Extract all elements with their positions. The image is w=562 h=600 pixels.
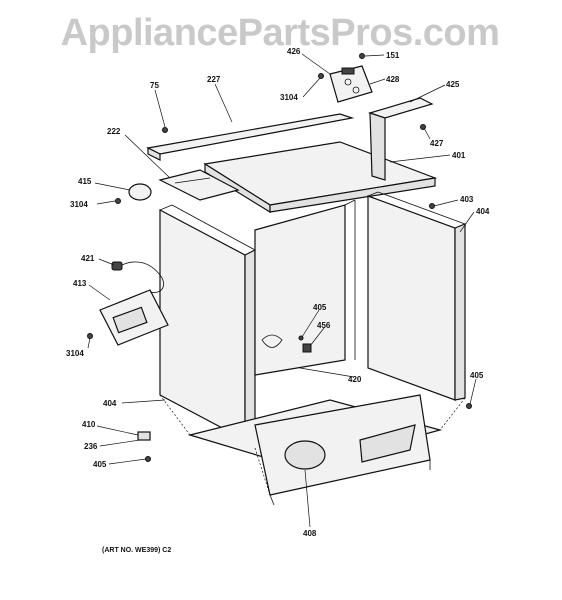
label-401: 401 — [452, 151, 466, 160]
label-405-right: 405 — [470, 371, 484, 380]
screw-icons — [87, 53, 472, 462]
label-404-right: 404 — [476, 207, 490, 216]
label-428: 428 — [386, 75, 400, 84]
label-456: 456 — [317, 321, 331, 330]
part-426-hinge-bracket — [329, 65, 373, 103]
label-413: 413 — [73, 279, 87, 288]
part-404-left-side-panel — [159, 204, 256, 450]
part-425-front-panel — [368, 97, 434, 181]
label-405-bottom: 405 — [93, 460, 107, 469]
part-227-top-rail — [146, 113, 355, 161]
label-3104-top: 3104 — [280, 93, 298, 102]
label-410: 410 — [82, 420, 96, 429]
label-408: 408 — [303, 529, 317, 538]
part-420-rear-panel — [254, 199, 356, 376]
label-3104-left: 3104 — [70, 200, 88, 209]
part-404-right-side-panel — [367, 191, 466, 401]
label-404-left: 404 — [103, 399, 117, 408]
label-426: 426 — [287, 47, 301, 56]
part-415-round-part — [128, 183, 152, 201]
part-401-top-cover — [203, 141, 438, 214]
label-415: 415 — [78, 177, 92, 186]
part-222-bracket — [158, 169, 240, 201]
art-number: (ART NO. WE399) C2 — [102, 547, 171, 554]
label-425: 425 — [446, 80, 460, 89]
part-number-labels: 75 227 426 151 428 3104 425 222 427 401 … — [66, 47, 490, 554]
label-421: 421 — [81, 254, 95, 263]
part-413-terminal-block — [99, 289, 169, 346]
label-236: 236 — [84, 442, 98, 451]
part-421-power-cord — [111, 261, 164, 293]
label-151: 151 — [386, 51, 400, 60]
watermark-text: AppliancePartsPros.com — [60, 12, 500, 54]
guide-lines — [159, 394, 466, 496]
label-403: 403 — [460, 195, 474, 204]
leader-lines — [87, 53, 477, 528]
label-427: 427 — [430, 139, 444, 148]
label-222: 222 — [107, 127, 121, 136]
label-420: 420 — [348, 375, 362, 384]
label-405-mid: 405 — [313, 303, 327, 312]
label-3104-bottom: 3104 — [66, 349, 84, 358]
label-75: 75 — [150, 81, 159, 90]
label-227: 227 — [207, 75, 221, 84]
